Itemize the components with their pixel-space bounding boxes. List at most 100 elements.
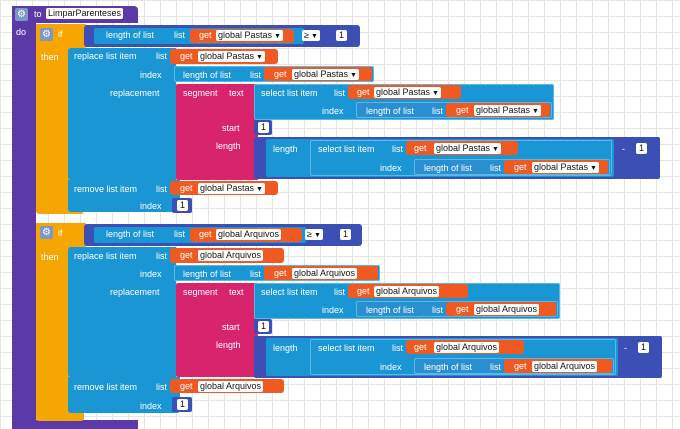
variable-dropdown[interactable]: global Pastas▼ — [434, 143, 501, 154]
text-label: text — [229, 287, 244, 297]
remove-index-value[interactable]: 1 — [177, 399, 188, 410]
length-fn-label: length — [273, 144, 298, 154]
list-label: list — [250, 269, 261, 279]
list-label: list — [334, 88, 345, 98]
variable-dropdown[interactable]: global Arquivos — [474, 304, 540, 315]
chevron-down-icon: ▼ — [256, 186, 263, 193]
minus-value[interactable]: 1 — [638, 342, 649, 353]
minus-operator: - — [622, 144, 625, 154]
variable-dropdown[interactable]: global Arquivos — [198, 381, 264, 392]
get-label: get — [357, 286, 370, 296]
variable-dropdown[interactable]: global Pastas▼ — [292, 69, 359, 80]
procedure-footer — [12, 420, 138, 429]
remove-index-value[interactable]: 1 — [177, 200, 188, 211]
index-label: index — [140, 70, 162, 80]
variable-dropdown[interactable]: global Pastas▼ — [374, 87, 441, 98]
select-list-item-label: select list item — [261, 88, 318, 98]
remove-list-item-block[interactable] — [68, 377, 180, 413]
compare-value[interactable]: 1 — [336, 30, 347, 41]
get-label: get — [414, 342, 427, 352]
start-label: start — [222, 322, 240, 332]
get-label: get — [514, 162, 527, 172]
then-label: then — [41, 52, 59, 62]
get-label: get — [274, 268, 287, 278]
length-label: length — [216, 340, 241, 350]
list-label: list — [490, 362, 501, 372]
length-fn-label: length — [273, 343, 298, 353]
variable-dropdown[interactable]: global Arquivos — [532, 361, 598, 372]
length-label: length — [216, 141, 241, 151]
gear-icon[interactable]: ⚙ — [40, 28, 53, 41]
compare-operator-dropdown[interactable]: ≥▼ — [302, 30, 320, 41]
start-value[interactable]: 1 — [258, 321, 269, 332]
replace-list-item-label: replace list item — [74, 251, 137, 261]
gear-icon[interactable]: ⚙ — [15, 8, 28, 21]
index-label: index — [322, 305, 344, 315]
chevron-down-icon: ▼ — [274, 33, 281, 40]
compare-operator-dropdown[interactable]: ≥▼ — [305, 229, 323, 240]
length-of-list-label: length of list — [106, 30, 155, 40]
then-label: then — [41, 252, 59, 262]
list-label: list — [334, 287, 345, 297]
list-label: list — [432, 305, 443, 315]
minus-value[interactable]: 1 — [636, 143, 647, 154]
get-label: get — [456, 105, 469, 115]
select-list-item-label: select list item — [318, 144, 375, 154]
variable-dropdown[interactable]: global Pastas▼ — [532, 162, 599, 173]
length-of-list-label: length of list — [366, 305, 415, 315]
variable-dropdown[interactable]: global Arquivos — [198, 250, 264, 261]
segment-label: segment — [183, 287, 218, 297]
list-label: list — [156, 51, 167, 61]
chevron-down-icon: ▼ — [492, 146, 499, 153]
start-value[interactable]: 1 — [258, 122, 269, 133]
replace-list-item-block[interactable] — [68, 48, 176, 180]
chevron-down-icon: ▼ — [313, 232, 321, 239]
procedure-body-rail — [12, 6, 36, 426]
segment-text-block[interactable] — [176, 283, 258, 377]
remove-list-item-label: remove list item — [74, 382, 138, 392]
get-label: get — [414, 143, 427, 153]
variable-dropdown[interactable]: global Pastas▼ — [216, 30, 283, 41]
segment-text-block[interactable] — [176, 84, 258, 180]
get-label: get — [180, 183, 193, 193]
variable-dropdown[interactable]: global Arquivos — [216, 229, 282, 240]
select-list-item-label: select list item — [261, 287, 318, 297]
if-label: if — [58, 29, 63, 39]
minus-operator: - — [624, 343, 627, 353]
gear-icon[interactable]: ⚙ — [40, 226, 53, 239]
variable-dropdown[interactable]: global Arquivos — [292, 268, 358, 279]
segment-label: segment — [183, 88, 218, 98]
get-label: get — [514, 361, 527, 371]
procedure-keyword-do: do — [16, 27, 27, 37]
remove-list-item-label: remove list item — [74, 184, 138, 194]
list-label: list — [392, 343, 403, 353]
procedure-name-field[interactable]: LimparParenteses — [46, 8, 124, 19]
length-of-list-label: length of list — [183, 269, 232, 279]
list-label: list — [156, 382, 167, 392]
list-label: list — [156, 184, 167, 194]
list-label: list — [174, 30, 185, 40]
replacement-label: replacement — [110, 287, 160, 297]
variable-dropdown[interactable]: global Pastas▼ — [198, 183, 265, 194]
list-label: list — [250, 70, 261, 80]
length-of-list-label: length of list — [366, 106, 415, 116]
variable-dropdown[interactable]: global Arquivos — [434, 342, 500, 353]
get-label: get — [180, 381, 193, 391]
variable-dropdown[interactable]: global Arquivos — [374, 286, 440, 297]
chevron-down-icon: ▼ — [432, 90, 439, 97]
replace-list-item-block[interactable] — [68, 247, 176, 377]
remove-list-item-block[interactable] — [68, 180, 180, 212]
variable-dropdown[interactable]: global Pastas▼ — [198, 51, 265, 62]
get-label: get — [357, 87, 370, 97]
index-label: index — [380, 163, 402, 173]
compare-value[interactable]: 1 — [340, 229, 351, 240]
chevron-down-icon: ▼ — [590, 165, 597, 172]
length-of-list-label: length of list — [424, 163, 473, 173]
if-label: if — [58, 228, 63, 238]
index-label: index — [322, 106, 344, 116]
variable-dropdown[interactable]: global Pastas▼ — [474, 105, 541, 116]
length-of-list-label: length of list — [183, 70, 232, 80]
index-label: index — [380, 362, 402, 372]
start-label: start — [222, 123, 240, 133]
list-label: list — [490, 163, 501, 173]
